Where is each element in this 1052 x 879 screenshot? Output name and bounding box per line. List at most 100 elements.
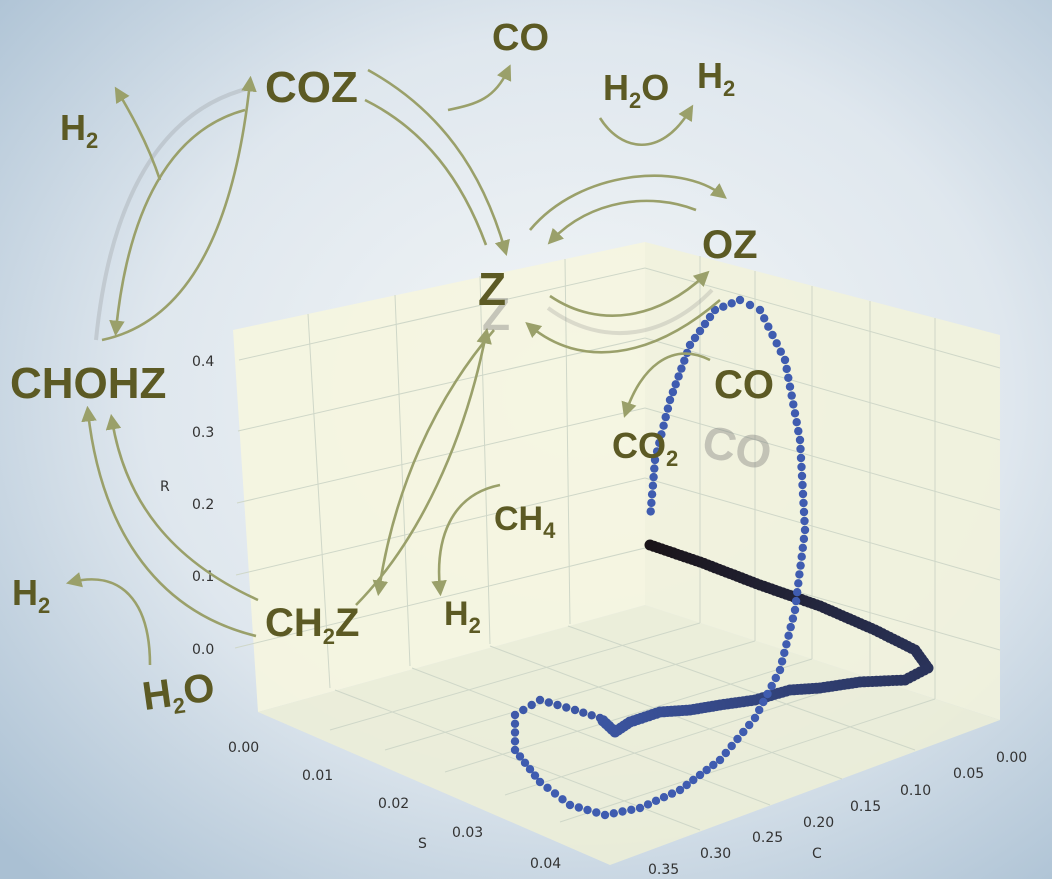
trajectory-point (727, 299, 736, 308)
trajectory-point (798, 480, 807, 490)
trajectory-point (570, 705, 580, 715)
trajectory-point (771, 673, 780, 683)
trajectory (510, 295, 934, 820)
trajectory-point (627, 805, 636, 814)
trajectory-point (690, 333, 700, 343)
trajectory-point (600, 810, 610, 820)
trajectory-point (719, 302, 728, 311)
trajectory-point (587, 711, 596, 720)
trajectory-point (674, 372, 683, 381)
trajectory-point (530, 771, 540, 780)
trajectory-point (782, 364, 791, 374)
trajectory-point (562, 703, 571, 712)
trajectory-point (652, 447, 662, 456)
s-axis: 0.00 0.01 0.02 0.03 0.04 S (228, 740, 561, 872)
trajectory-point (777, 657, 787, 666)
trajectory-point (663, 404, 673, 413)
trajectory-point (793, 588, 802, 597)
trajectory-point (525, 765, 535, 774)
trajectory-point (695, 770, 705, 780)
species-h2-left-bottom: H2 (12, 572, 50, 618)
trajectory-point (759, 697, 768, 707)
trajectory-point (800, 525, 810, 535)
trajectory-point (646, 507, 655, 516)
species-chohz: CHOHZ (10, 359, 166, 408)
trajectory-point (800, 516, 809, 526)
floor-pane (258, 605, 1000, 865)
trajectory-point (543, 783, 552, 792)
species-co-mid: CO (714, 363, 774, 407)
trajectory-point (515, 752, 525, 761)
trajectory-point (784, 631, 793, 640)
trajectory-point (739, 727, 748, 737)
trajectory-point (671, 380, 680, 389)
c-tick-2: 0.10 (900, 783, 931, 799)
species-h2o-bottom: H2O (140, 665, 218, 723)
trajectory-point (760, 314, 769, 323)
trajectory-point (788, 614, 798, 623)
s-tick-2: 0.02 (378, 796, 409, 812)
trajectory-point (797, 552, 806, 561)
trajectory-point (789, 400, 798, 409)
3d-axes-panes (233, 242, 1000, 865)
trajectory-point (794, 426, 803, 436)
trajectory-point (710, 305, 720, 315)
trajectory-point (772, 339, 781, 348)
trajectory-point (535, 777, 545, 787)
trajectory-point (799, 498, 808, 508)
trajectory-point (544, 698, 553, 707)
trajectory-point (786, 622, 795, 632)
trajectory-point (745, 300, 755, 310)
trajectory-point (667, 789, 677, 798)
trajectory-point (795, 435, 805, 445)
trajectory-point (721, 748, 730, 758)
c-tick-0: 0.00 (996, 750, 1027, 766)
trajectory-point (650, 455, 660, 465)
trajectory-point (702, 765, 711, 775)
trajectory-point (651, 796, 661, 805)
trajectory-point (643, 800, 653, 809)
r-tick-4: 0.4 (192, 354, 214, 370)
trajectory-point (677, 364, 686, 373)
r-tick-2: 0.2 (192, 497, 214, 513)
reaction-species: COZ CO H2O H2 H2 Z Z OZ CHOHZ CO CO CO2 … (10, 17, 776, 723)
c-tick-6: 0.30 (700, 846, 731, 862)
species-h2-mid: H2 (444, 595, 481, 638)
trajectory-point (659, 793, 669, 802)
trajectory-point (792, 418, 801, 427)
trajectory-point (796, 561, 805, 570)
trajectory-point (798, 543, 807, 552)
trajectory-point (574, 803, 583, 812)
s-tick-0: 0.00 (228, 740, 259, 756)
trajectory-point (790, 409, 800, 418)
trajectory-point (784, 373, 793, 382)
trajectory-point (689, 775, 698, 785)
c-axis: 0.00 0.05 0.10 0.15 0.20 0.25 0.30 0.35 … (648, 750, 1027, 878)
trajectory-point (647, 490, 657, 499)
trajectory-point (520, 758, 530, 767)
trajectory-point (553, 700, 562, 710)
trajectory-point (796, 444, 805, 454)
trajectory-point (727, 741, 736, 751)
trajectory-point (755, 705, 764, 715)
s-axis-label: S (418, 836, 427, 852)
c-tick-4: 0.20 (803, 815, 834, 831)
trajectory-point (799, 534, 809, 544)
r-tick-0: 0.0 (192, 642, 214, 658)
trajectory-point (668, 387, 678, 397)
r-tick-1: 0.1 (192, 569, 214, 585)
trajectory-point (797, 462, 806, 472)
trajectory-point (680, 356, 689, 365)
trajectory-point (780, 648, 789, 658)
trajectory-point (787, 391, 796, 400)
trajectory-point (550, 789, 560, 798)
trajectory-point (579, 708, 588, 717)
species-h2o-top: H2O (603, 67, 669, 113)
trajectory-point (565, 800, 575, 810)
trajectory-point (767, 681, 776, 691)
trajectory-point (791, 596, 801, 606)
trajectory-point (780, 355, 790, 365)
trajectory-point (763, 689, 772, 699)
species-co2: CO2 (612, 425, 678, 471)
